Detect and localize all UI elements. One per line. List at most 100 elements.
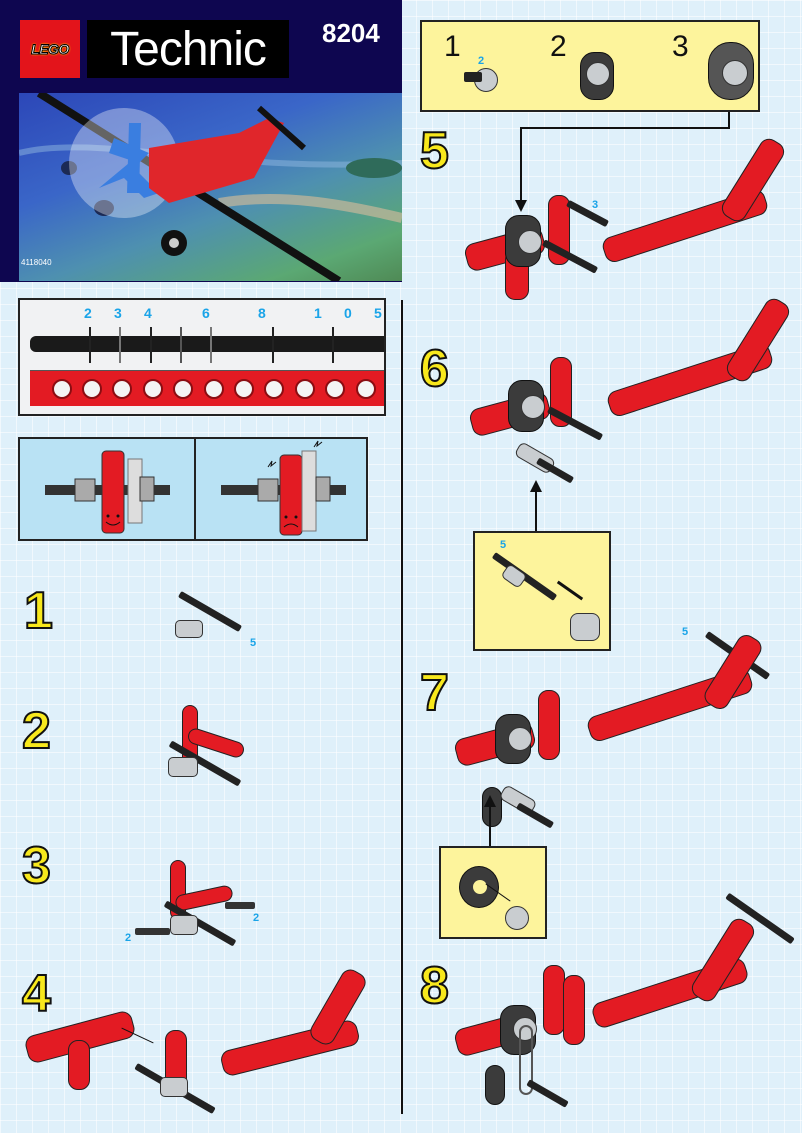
hub-icon bbox=[505, 906, 529, 930]
axle bbox=[526, 1079, 569, 1108]
header-banner: LEGO Technic 8204 4118040 bbox=[0, 0, 402, 282]
ruler-tick bbox=[89, 327, 91, 363]
axle-length-label: 5 bbox=[500, 539, 507, 551]
beam-hole bbox=[234, 379, 254, 399]
gear-usage-panel bbox=[18, 437, 368, 541]
axle-connector bbox=[170, 915, 198, 935]
pin-count-label: 2 bbox=[253, 912, 260, 924]
axle-length-label: 5 bbox=[682, 626, 689, 638]
box-art-image: 4118040 bbox=[19, 93, 402, 281]
beam-hole bbox=[82, 379, 102, 399]
plane-illustration bbox=[19, 93, 402, 281]
axle-connector bbox=[168, 757, 198, 777]
ruler-tick bbox=[180, 327, 182, 363]
set-number: 8204 bbox=[322, 18, 380, 48]
happy-beam-icon bbox=[45, 450, 170, 534]
ruler-label: 8 bbox=[258, 305, 266, 321]
rubber-band bbox=[519, 1025, 533, 1095]
callout-connector bbox=[520, 127, 522, 207]
beam-hole bbox=[143, 379, 163, 399]
arrow-up-icon bbox=[530, 480, 542, 492]
step-number-3: 3 bbox=[21, 837, 52, 895]
tire-hole bbox=[473, 880, 487, 894]
beam-hole bbox=[173, 379, 193, 399]
axle-pin bbox=[225, 902, 255, 909]
red-beam bbox=[538, 690, 560, 760]
bush-icon bbox=[570, 613, 600, 641]
bush bbox=[518, 230, 542, 254]
step-6-model bbox=[465, 294, 795, 495]
beam-hole bbox=[325, 379, 345, 399]
axle-pin bbox=[135, 928, 170, 935]
ruler-labels: 2 3 4 6 8 1 0 5 bbox=[20, 305, 384, 325]
axle-length-label: 5 bbox=[250, 637, 257, 649]
step-3-model: 2 2 bbox=[125, 860, 265, 955]
triangle-beam bbox=[68, 1040, 90, 1090]
step-1-model: 5 bbox=[170, 590, 256, 650]
beam-hole bbox=[112, 379, 132, 399]
ruler-label: 0 bbox=[344, 305, 352, 321]
part-number: 2 bbox=[550, 30, 567, 63]
axle-connector bbox=[160, 1077, 188, 1097]
column-divider bbox=[401, 300, 403, 1114]
ruler-tick bbox=[272, 327, 274, 363]
step-number-5: 5 bbox=[419, 122, 450, 180]
ruler-label: 4 bbox=[144, 305, 152, 321]
axle-pin-icon bbox=[464, 72, 482, 82]
art-code: 4118040 bbox=[21, 258, 52, 267]
beam-hole bbox=[356, 379, 376, 399]
parts-callout-step7 bbox=[439, 846, 547, 939]
arrow-down-icon bbox=[515, 200, 527, 212]
axle-length-label: 3 bbox=[592, 199, 599, 211]
parts-callout-step5: 1 2 2 3 bbox=[420, 20, 760, 112]
lego-logo: LEGO bbox=[20, 20, 80, 78]
step-number-8: 8 bbox=[419, 957, 450, 1015]
beam-hole bbox=[52, 379, 72, 399]
part-qty-label: 2 bbox=[478, 55, 485, 67]
step-2-model bbox=[165, 705, 255, 795]
part-number: 3 bbox=[672, 30, 689, 63]
ruler-tick bbox=[119, 327, 121, 363]
axle bbox=[565, 199, 610, 228]
step-5-model: 3 bbox=[460, 134, 790, 305]
step-7-model: 5 bbox=[450, 612, 790, 842]
red-beam bbox=[543, 965, 565, 1035]
callout-connector bbox=[535, 485, 537, 535]
red-beam bbox=[563, 975, 585, 1045]
ruler-label: 2 bbox=[84, 305, 92, 321]
axle-connector bbox=[175, 620, 203, 638]
ruler-tick bbox=[150, 327, 152, 363]
step-4-model bbox=[20, 965, 380, 1125]
callout-connector bbox=[489, 800, 491, 848]
wheel bbox=[485, 1065, 505, 1105]
ruler-tick bbox=[332, 327, 334, 363]
correct-assembly-illustration bbox=[20, 439, 194, 539]
wheel bbox=[482, 787, 502, 827]
step-number-2: 2 bbox=[21, 702, 52, 760]
ruler-tick bbox=[210, 327, 212, 363]
crank-icon bbox=[586, 62, 610, 86]
step-8-model bbox=[452, 890, 795, 1110]
ruler-label: 3 bbox=[114, 305, 122, 321]
long-bent-beam bbox=[688, 914, 758, 1006]
incorrect-assembly-illustration bbox=[194, 439, 370, 539]
bush bbox=[513, 1017, 537, 1041]
technic-logo: Technic bbox=[87, 20, 289, 78]
pin-count-label: 2 bbox=[125, 932, 132, 944]
crown-gear-icon bbox=[722, 60, 748, 86]
parts-callout-step6: 5 bbox=[473, 531, 611, 651]
ruler-beam bbox=[30, 370, 384, 406]
bush bbox=[521, 395, 545, 419]
callout-connector bbox=[728, 112, 730, 128]
ruler-label: 1 bbox=[314, 305, 322, 321]
beam-hole bbox=[204, 379, 224, 399]
step-number-1: 1 bbox=[23, 582, 54, 640]
part-number: 1 bbox=[444, 30, 461, 63]
ruler-axle bbox=[30, 336, 384, 352]
insert-arrow bbox=[556, 580, 584, 601]
beam-hole bbox=[264, 379, 284, 399]
arrow-up-icon bbox=[484, 795, 496, 807]
ruler-label: 6 bbox=[202, 305, 210, 321]
step-number-7: 7 bbox=[419, 664, 450, 722]
ruler-label: 5 bbox=[374, 305, 382, 321]
